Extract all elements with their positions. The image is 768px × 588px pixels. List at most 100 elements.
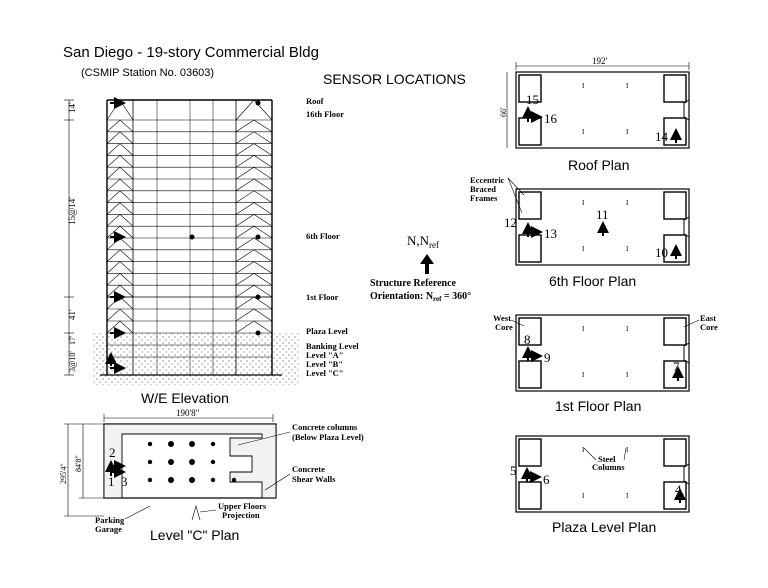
brace-east [235,320,273,334]
level-c-plan: 190'8" 295'4" 84'8" 2 1 3 Concrete colum… [59,408,364,543]
label-level-a: Level "A" [306,350,344,360]
west-core-upper [518,438,542,467]
sensor-5: 5 [510,463,517,478]
brace-west [106,178,134,192]
brace-west [106,225,134,239]
structure-reference-line1: Structure Reference [370,278,457,289]
dim-roof-height: 14' [67,102,77,113]
elevation-caption: W/E Elevation [141,390,229,406]
ground-soil [92,333,300,385]
sensor-2: 2 [109,445,116,460]
level-c-dim-inner: 84'8" [74,455,83,472]
label-level-b: Level "B" [306,359,343,369]
sensor-3: 3 [121,474,128,489]
dim-plaza: 17' [68,335,77,345]
steel-column-mark: I [626,82,629,90]
brace-west [106,131,134,144]
dim-basement: 3@10' [68,351,77,372]
concrete-column [189,441,195,447]
brace-east [235,261,273,274]
north-label: N,Nref [407,233,439,250]
concrete-column [189,459,195,465]
sensor-15: 15 [526,92,539,107]
concrete-column [168,441,174,447]
label-16th-floor: 16th Floor [306,109,344,119]
label-level-c: Level "C" [306,368,344,378]
elevation-dimension [64,99,74,376]
dim-plan-depth: 66' [499,107,508,117]
brace-east [235,225,273,239]
concrete-column [168,477,174,483]
concrete-column [147,459,153,465]
west-core-label-2: Core [495,322,513,332]
brace-west [106,237,134,251]
elevation-frame [100,99,282,376]
label-1st-floor: 1st Floor [306,292,339,302]
roof-plan-caption: Roof Plan [568,157,629,173]
label-banking-level: Banking Level [306,341,359,351]
west-core-lower [518,360,542,389]
steel-column-mark: I [582,245,585,253]
note-garage-2: Garage [95,524,122,534]
east-core-upper [663,191,687,220]
brace-east [235,237,273,251]
level-c-dim-outer: 295'4" [59,463,68,484]
brace-west [106,272,134,286]
brace-west [106,249,134,262]
concrete-column [147,441,153,447]
brace-east [235,284,273,298]
west-core-label-1: West [493,313,511,323]
eccentric-braces [106,99,273,334]
plan-perimeter [515,314,690,392]
steel-column-mark: I [626,199,629,207]
concrete-column [231,477,237,483]
steel-column-mark: I [582,82,585,90]
east-core-lower [663,481,687,510]
note-columns-1: Concrete columns [292,422,358,432]
west-core-upper [518,191,542,220]
sensor-10: 10 [655,245,668,260]
brace-west [106,284,134,298]
dim-typical-story: 15@14' [67,197,77,225]
label-6th-floor: 6th Floor [306,231,340,241]
brace-west [106,166,134,180]
steel-column-mark: I [582,128,585,136]
braced-frames-note-3: Frames [470,193,498,203]
west-core-lower [518,481,542,510]
elevation-drawing: 14' 15@14' 41' 3@10' 17' Roof 16th Floor… [64,96,359,406]
east-notch [683,216,690,238]
concrete-column [210,459,216,465]
sensor-9: 9 [544,350,551,365]
brace-east [235,308,273,322]
brace-west [106,296,134,310]
east-core-label-1: East [700,313,716,323]
concrete-column [147,477,153,483]
brace-east [235,131,273,144]
concrete-column [210,477,216,483]
brace-east [235,273,273,286]
east-notch [683,463,690,485]
east-core-lower [663,234,687,263]
brace-east [235,99,273,121]
brace-east [235,214,273,227]
elevation-sensor-arrows [105,97,126,374]
sensor-12: 12 [504,215,517,230]
sensor-heading: SENSOR LOCATIONS [323,71,466,87]
brace-west [106,213,134,227]
brace-east [235,178,273,192]
west-core-upper [518,317,542,346]
sensor-6: 6 [543,472,550,487]
braced-frames-note-2: Braced [470,184,496,194]
north-arrow-icon [420,254,434,274]
plaza-level-caption: Plaza Level Plan [552,519,656,535]
east-core-upper [663,438,687,467]
note-projection-2: Projection [222,510,260,520]
steel-columns-label-1: Steel [598,454,616,464]
